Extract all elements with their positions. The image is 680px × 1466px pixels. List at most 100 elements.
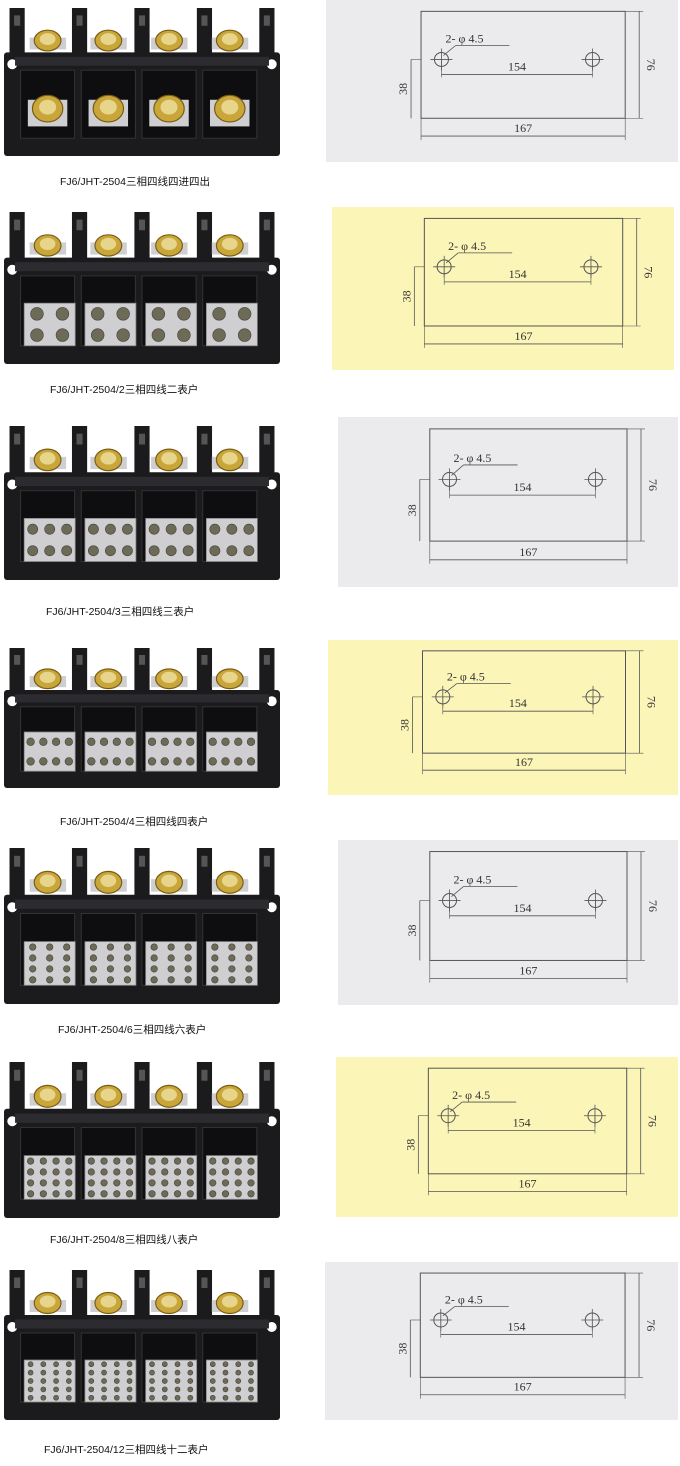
outlet-screw [126, 1378, 133, 1384]
outlet-screw [148, 1190, 156, 1198]
outlet-screw [89, 943, 98, 951]
rib-slot [14, 15, 21, 26]
outlet-screw [187, 1369, 194, 1376]
outlet-screw [123, 954, 132, 962]
block-rib [9, 8, 25, 59]
block-bar [15, 1113, 269, 1123]
outlet-screw [87, 1190, 95, 1198]
outlet-screw [27, 1157, 35, 1165]
product-caption: FJ6/JHT-2504/6三相四线六表户 [58, 1024, 207, 1036]
terminal-block-photo [4, 1062, 280, 1218]
outlet-screw [39, 1168, 47, 1176]
outlet-screw [61, 523, 73, 535]
outlet-screw [209, 1168, 217, 1176]
hole-spacing-value: 154 [513, 1116, 531, 1130]
outlet-screw [150, 943, 158, 951]
outlet-screw [89, 965, 98, 973]
outlet-screw [40, 1361, 47, 1368]
outlet-screw [99, 757, 109, 766]
mounting-hole-right [266, 1116, 277, 1127]
outlet-screw [39, 757, 48, 766]
outlet-screw [165, 545, 177, 557]
screw-center [39, 874, 56, 887]
rib-slot [138, 655, 146, 665]
outlet-screw [177, 328, 191, 342]
screw-center [100, 1295, 117, 1308]
outlet-screw [40, 1369, 47, 1376]
terminal-block-photo [4, 426, 280, 580]
outlet-screw [39, 1190, 47, 1198]
outlet-screw [39, 737, 48, 746]
outlet-screw [160, 737, 169, 746]
rib-slot [14, 655, 21, 665]
mounting-hole-right [266, 1322, 277, 1332]
outlet-screw [209, 1394, 216, 1401]
outlet-screw [184, 965, 192, 973]
outlet-screw [222, 1394, 229, 1401]
block-rib [71, 212, 88, 264]
outlet-screw [208, 737, 217, 746]
screw-center [99, 99, 117, 115]
block-rib [196, 1270, 213, 1321]
outlet-screw [209, 523, 221, 535]
screw-center [100, 33, 117, 45]
screw-center [221, 874, 238, 887]
leader-line [442, 1306, 456, 1317]
block-rib [259, 8, 275, 59]
outlet-screw [247, 1168, 255, 1176]
block-rib [196, 1062, 213, 1116]
plate-outline [422, 650, 626, 754]
outlet-screw [209, 1369, 216, 1376]
outlet-screw [113, 1386, 120, 1393]
outlet-screw [113, 1361, 120, 1368]
block-rib [134, 8, 150, 59]
outlet-screw [248, 1394, 254, 1401]
outlet-screw [186, 737, 195, 746]
block-rib [134, 426, 150, 479]
product-caption: FJ6/JHT-2504三相四线四进四出 [60, 176, 210, 188]
outlet-screw [221, 1157, 230, 1165]
outlet-screw [44, 523, 56, 535]
terminal-block-photo [4, 648, 280, 788]
outlet-screw [243, 523, 255, 535]
outlet-screw [125, 1168, 134, 1176]
block-bar [15, 1319, 269, 1329]
outlet-screw [235, 1394, 242, 1401]
outlet-screw [235, 1361, 242, 1368]
hole-label: 2- φ 4.5 [446, 32, 484, 46]
outlet-screw [101, 1386, 107, 1393]
outlet-screw [112, 757, 121, 766]
outlet-screw [66, 1378, 72, 1384]
outlet-screw [161, 1157, 169, 1165]
outlet-screw [211, 965, 219, 973]
rib-slot [263, 1069, 270, 1081]
hole-spacing-value: 154 [508, 59, 526, 73]
outlet-screw [26, 757, 35, 766]
outlet-screw [27, 1386, 34, 1393]
outlet-screw [167, 943, 175, 951]
outlet-screw [222, 1378, 229, 1384]
screw-center [221, 452, 238, 465]
outlet-screw [66, 1361, 72, 1368]
outlet-screw [237, 307, 252, 321]
plate-outline [420, 10, 626, 119]
block-rib [134, 648, 150, 696]
block-rib [71, 848, 88, 902]
leader-line [445, 252, 459, 264]
outlet-screw [226, 523, 238, 535]
outlet-screw [222, 1386, 229, 1393]
outlet-screw [52, 1157, 60, 1165]
screw-center [221, 237, 238, 250]
outlet-screw [234, 737, 243, 746]
outlet-screw [53, 1386, 59, 1393]
outlet-screw [148, 1168, 156, 1176]
outlet-screw [161, 1394, 168, 1401]
rib-slot [263, 433, 270, 445]
product-caption: FJ6/JHT-2504/8三相四线八表户 [50, 1234, 199, 1246]
outlet-screw [209, 1179, 217, 1187]
rib-slot [76, 1277, 83, 1288]
outlet-screw [46, 954, 54, 962]
rib-slot [76, 1069, 83, 1081]
outlet-screw [248, 1378, 254, 1384]
